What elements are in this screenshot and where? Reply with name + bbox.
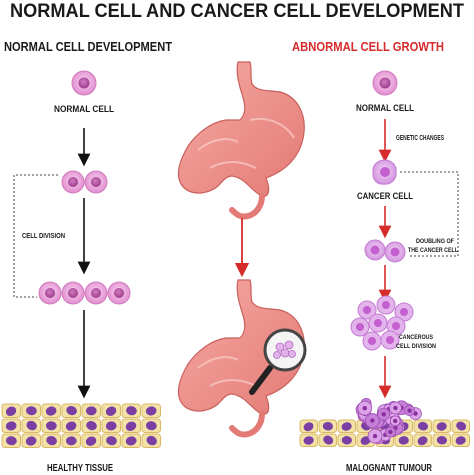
tissue-nucleus: [105, 406, 117, 416]
tissue-nucleus: [45, 421, 57, 431]
tumour-nucleus: [381, 412, 386, 417]
healthy-stomach: [177, 61, 305, 220]
abnormal-growth-heading: ABNORMAL CELL GROWTH: [292, 40, 444, 54]
tumour-tissue-nucleus: [341, 436, 352, 445]
tissue-nucleus: [6, 436, 17, 446]
tumour-tissue-nucleus: [436, 435, 448, 445]
doubling-label-2: THE CANCER CELL: [408, 247, 458, 254]
cluster-nucleus: [374, 319, 382, 327]
tissue-nucleus: [86, 421, 97, 431]
tumour-tissue-nucleus: [455, 436, 466, 445]
healthy-tissue: [1, 403, 161, 448]
tumour-tissue-nucleus: [323, 435, 334, 445]
doubling-label-1: DOUBLING OF: [416, 238, 454, 245]
tissue-nucleus: [85, 436, 97, 446]
cluster-nucleus: [386, 336, 394, 344]
cluster-nucleus: [400, 308, 408, 316]
tumour-nucleus: [393, 405, 398, 411]
tissue-nucleus: [66, 405, 77, 416]
tumour-nucleus: [388, 429, 393, 435]
right-normal-cell-label: NORMAL CELL: [356, 103, 414, 114]
cancerous-label-2: CELL DIVISION: [396, 343, 436, 350]
tissue-nucleus: [46, 435, 57, 446]
left-two-cells: [61, 170, 108, 194]
tissue-nucleus: [106, 436, 117, 446]
tissue-nucleus: [146, 421, 157, 431]
tumour-nucleus: [407, 408, 412, 413]
cancerous-label-1: CANCEROUS: [399, 334, 433, 341]
cluster-nucleus: [392, 322, 400, 330]
tissue-nucleus: [105, 421, 117, 431]
tissue-nucleus: [85, 406, 97, 416]
diagram-title: NORMAL CELL AND CANCER CELL DEVELOPMENT: [10, 1, 464, 22]
tumour-tissue-nucleus: [456, 421, 467, 431]
tumour-tissue-nucleus: [398, 436, 409, 445]
tumour-tissue-nucleus: [303, 436, 314, 445]
tissue-nucleus: [125, 436, 137, 446]
magnifying-glass-icon: [249, 328, 307, 395]
cancer-cell: [372, 159, 397, 185]
tissue-nucleus: [145, 406, 157, 416]
cancer-cell-cluster: [350, 295, 414, 351]
tissue-nucleus: [125, 421, 137, 431]
tumour-nucleus: [372, 433, 378, 439]
cell-division-bracket: [13, 174, 58, 298]
left-normal-cell-label: NORMAL CELL: [54, 104, 114, 115]
normal-development-heading: NORMAL CELL DEVELOPMENT: [4, 40, 172, 54]
tumour-tissue-nucleus: [417, 421, 429, 431]
left-normal-cell: [71, 70, 97, 96]
malignant-tumour-label: MALOGNANT TUMOUR: [346, 463, 433, 474]
tissue-nucleus: [5, 406, 17, 416]
malignant-tumour-mass: [355, 397, 422, 445]
tissue-nucleus: [146, 435, 157, 446]
tumour-tissue-nucleus: [436, 422, 447, 431]
cancer-cell-label: CANCER CELL: [357, 191, 413, 202]
doubled-cancer-cells: [364, 239, 406, 263]
cancer-stomach: [177, 279, 305, 438]
left-four-cells: [38, 281, 131, 305]
tumour-tissue-nucleus: [417, 436, 428, 446]
tumour-tissue-nucleus: [322, 422, 334, 431]
genetic-changes-label: GENETIC CHANGES: [396, 135, 444, 142]
tumour-tissue-nucleus: [341, 422, 352, 431]
tissue-nucleus: [25, 436, 37, 446]
tumour-nucleus: [362, 405, 367, 411]
tissue-nucleus: [5, 421, 17, 431]
cell-division-label: CELL DIVISION: [22, 233, 65, 240]
tissue-nucleus: [26, 420, 37, 431]
doubling-bracket: [400, 171, 459, 257]
tissue-nucleus: [65, 436, 77, 446]
tissue-nucleus: [65, 421, 77, 431]
tumour-nucleus: [393, 418, 398, 424]
healthy-tissue-label: HEALTHY TISSUE: [47, 463, 113, 474]
right-normal-cell: [372, 70, 398, 96]
cluster-nucleus: [363, 306, 371, 314]
cluster-nucleus: [382, 301, 390, 309]
tissue-nucleus: [45, 406, 57, 416]
cluster-nucleus: [368, 337, 376, 345]
tissue-nucleus: [26, 406, 37, 416]
tumour-tissue-nucleus: [303, 422, 314, 432]
tissue-nucleus: [126, 406, 137, 416]
tumour-nucleus: [370, 418, 375, 423]
cluster-nucleus: [356, 323, 364, 331]
